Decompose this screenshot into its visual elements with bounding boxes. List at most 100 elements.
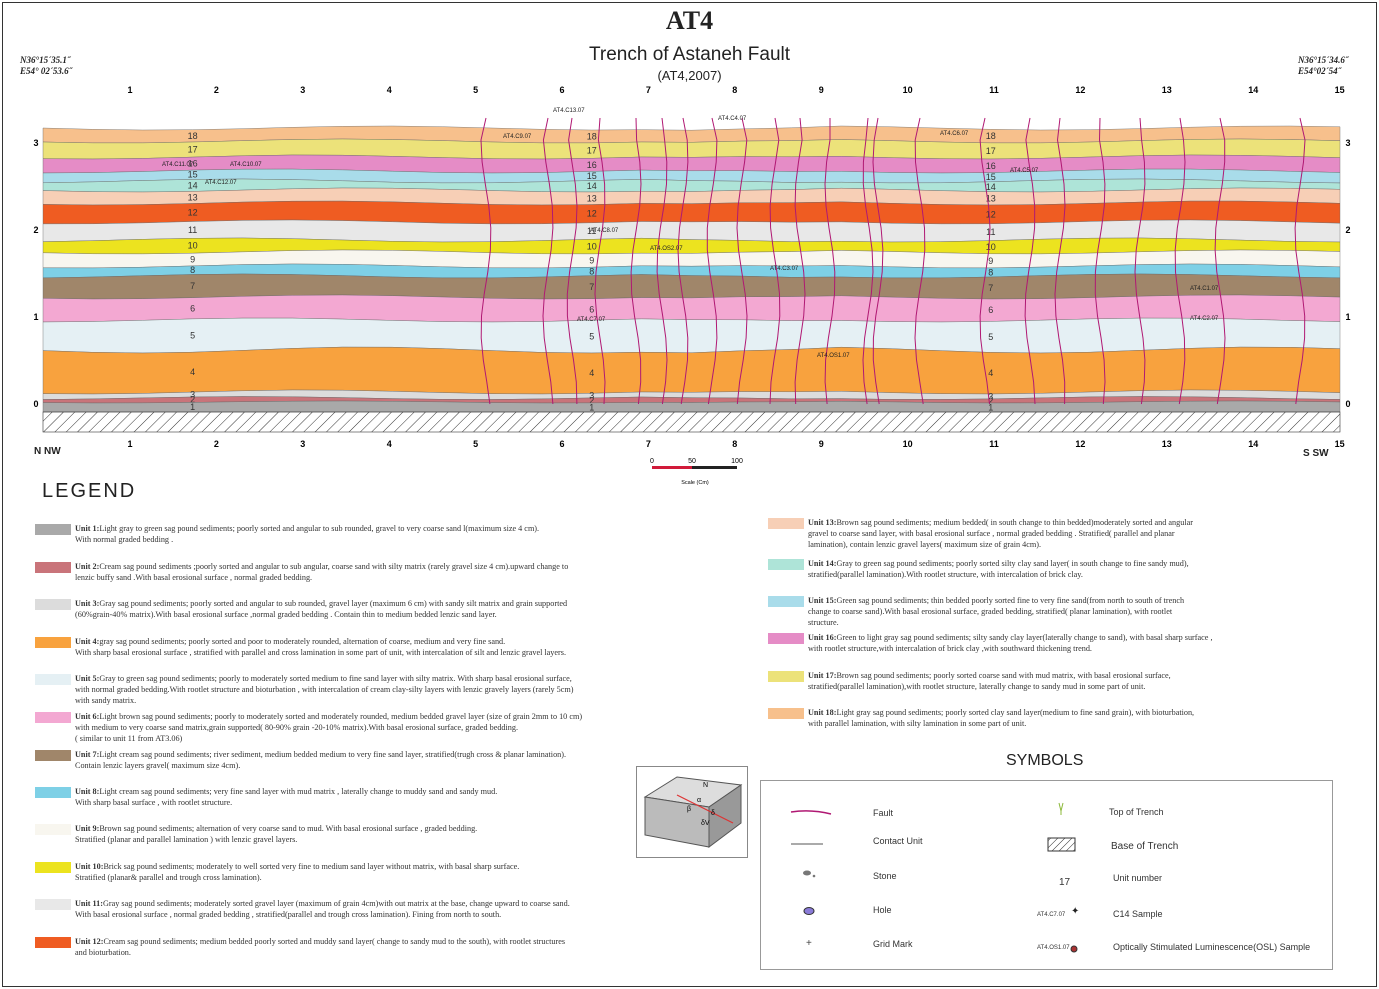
unit-label-10: 10	[587, 242, 597, 252]
legend-text: Unit 6:Light brown sag pound sediments; …	[75, 712, 583, 743]
legend-swatch	[768, 708, 804, 719]
unit-label-2: 2	[988, 396, 993, 406]
base-of-trench-icon	[1047, 837, 1076, 852]
y-tick-right: 2	[1345, 225, 1350, 235]
fault-line	[480, 117, 492, 405]
unit-label-8: 8	[589, 266, 594, 276]
x-tick-bottom: 13	[1162, 439, 1172, 449]
unit-label-18: 18	[986, 131, 996, 141]
osl-sample-icon	[1070, 945, 1078, 953]
unit-label-15: 15	[587, 171, 597, 181]
legend-swatch	[35, 599, 71, 610]
unit-label-2: 2	[190, 395, 195, 405]
sample-label: AT4.C5.07	[1010, 168, 1039, 174]
x-tick-bottom: 6	[559, 439, 564, 449]
legend-item-unit-4: Unit 4:gray sag pound sediments; poorly …	[35, 636, 725, 658]
legend-item-unit-5: Unit 5:Gray to green sag pound sediments…	[35, 673, 725, 706]
legend-swatch	[35, 674, 71, 685]
legend-title: LEGEND	[42, 480, 137, 502]
unit-label-11: 11	[587, 226, 596, 236]
x-tick-top: 1	[127, 85, 132, 95]
unit-label-17: 17	[188, 145, 198, 155]
unit-layer-5	[42, 317, 1341, 354]
legend-item-unit-10: Unit 10:Brick sag pound sediments; moder…	[35, 861, 725, 883]
unit-label-7: 7	[589, 282, 594, 292]
fault-line	[706, 117, 718, 405]
coord-left: N36°15´35.1˝ E54° 02´53.6˝	[20, 55, 72, 77]
sample-label: AT4.C1.07	[1190, 286, 1219, 292]
direction-left: N NW	[34, 446, 61, 457]
y-tick-right: 1	[1345, 312, 1350, 322]
unit-label-1: 1	[190, 402, 195, 412]
fault-line	[566, 117, 578, 405]
block-label-alpha: α	[697, 797, 701, 804]
legend-swatch	[35, 899, 71, 910]
scale-bar-black	[692, 466, 737, 469]
fault-line	[872, 117, 884, 405]
legend-text: Unit 10:Brick sag pound sediments; moder…	[75, 862, 520, 882]
unit-label-12: 12	[986, 209, 996, 219]
legend-swatch	[35, 862, 71, 873]
scale-unit-label: Scale (Cm)	[681, 480, 709, 486]
legend-text: Unit 2:Cream sag pound sediments ;poorly…	[75, 562, 569, 582]
x-tick-bottom: 1	[127, 439, 132, 449]
direction-right: S SW	[1303, 448, 1329, 459]
unit-label-16: 16	[188, 159, 198, 169]
stone-icon	[803, 870, 816, 878]
legend-item-unit-14: Unit 14:Gray to green sag pound sediment…	[768, 558, 1328, 580]
sample-label: AT4.C9.07	[503, 134, 532, 140]
x-tick-bottom: 5	[473, 439, 478, 449]
unit-label-4: 4	[988, 368, 993, 378]
scale-tick-label: 0	[650, 458, 654, 465]
x-tick-top: 15	[1335, 85, 1345, 95]
legend-text: Unit 11:Gray sag pound sediments; modera…	[75, 899, 570, 919]
legend-swatch	[768, 633, 804, 644]
symbols-box: + 17 AT4.C7.07 ✦ AT4.OS1.07 Fault Contac…	[760, 780, 1333, 970]
top-of-trench-icon	[1058, 802, 1064, 815]
sample-markers: AT4.C13.07AT4.C9.07AT4.C10.07AT4.C12.07A…	[162, 108, 1219, 359]
x-tick-bottom: 15	[1335, 439, 1345, 449]
unit-label-15: 15	[986, 172, 996, 182]
page-title: AT4	[665, 6, 714, 35]
fault-line	[769, 117, 781, 405]
legend-text: Unit 5:Gray to green sag pound sediments…	[75, 674, 574, 705]
symbol-grid-label: Grid Mark	[873, 939, 913, 949]
legend-swatch	[35, 637, 71, 648]
unit-layer-7	[42, 273, 1341, 300]
unit-label-6: 6	[589, 304, 594, 314]
x-tick-top: 5	[473, 85, 478, 95]
unit-label-3: 3	[190, 390, 195, 400]
unit-layer-4	[42, 346, 1341, 395]
fault-line	[914, 117, 926, 405]
unit-label-10: 10	[188, 241, 198, 251]
x-tick-top: 6	[559, 85, 564, 95]
legend-swatch	[35, 750, 71, 761]
hole-icon	[803, 907, 815, 915]
fault-line	[542, 117, 554, 405]
fault-line	[824, 118, 836, 405]
legend-swatch	[35, 787, 71, 798]
unit-label-8: 8	[190, 265, 195, 275]
unit-label-12: 12	[188, 207, 198, 217]
unit-label-5: 5	[589, 332, 594, 342]
unit-label-6: 6	[988, 305, 993, 315]
fault-line	[656, 117, 668, 405]
x-tick-bottom: 7	[646, 439, 651, 449]
y-tick-left: 3	[33, 138, 38, 148]
y-tick-right: 3	[1345, 138, 1350, 148]
legend-item-unit-12: Unit 12:Cream sag pound sediments; mediu…	[35, 936, 725, 958]
x-tick-bottom: 11	[989, 439, 999, 449]
coord-left-lat: N36°15´35.1˝	[20, 55, 70, 65]
unit-label-16: 16	[587, 160, 597, 170]
unit-label-9: 9	[190, 255, 195, 265]
block-label-dv: δV	[701, 820, 710, 827]
coord-right-lon: E54°02´54˝	[1298, 66, 1341, 76]
legend-text: Unit 17:Brown sag pound sediments; poorl…	[808, 671, 1171, 691]
y-tick-left: 1	[33, 312, 38, 322]
sample-label: AT4.C4.07	[718, 116, 747, 122]
y-tick-right: 0	[1345, 399, 1350, 409]
x-tick-top: 4	[387, 85, 392, 95]
